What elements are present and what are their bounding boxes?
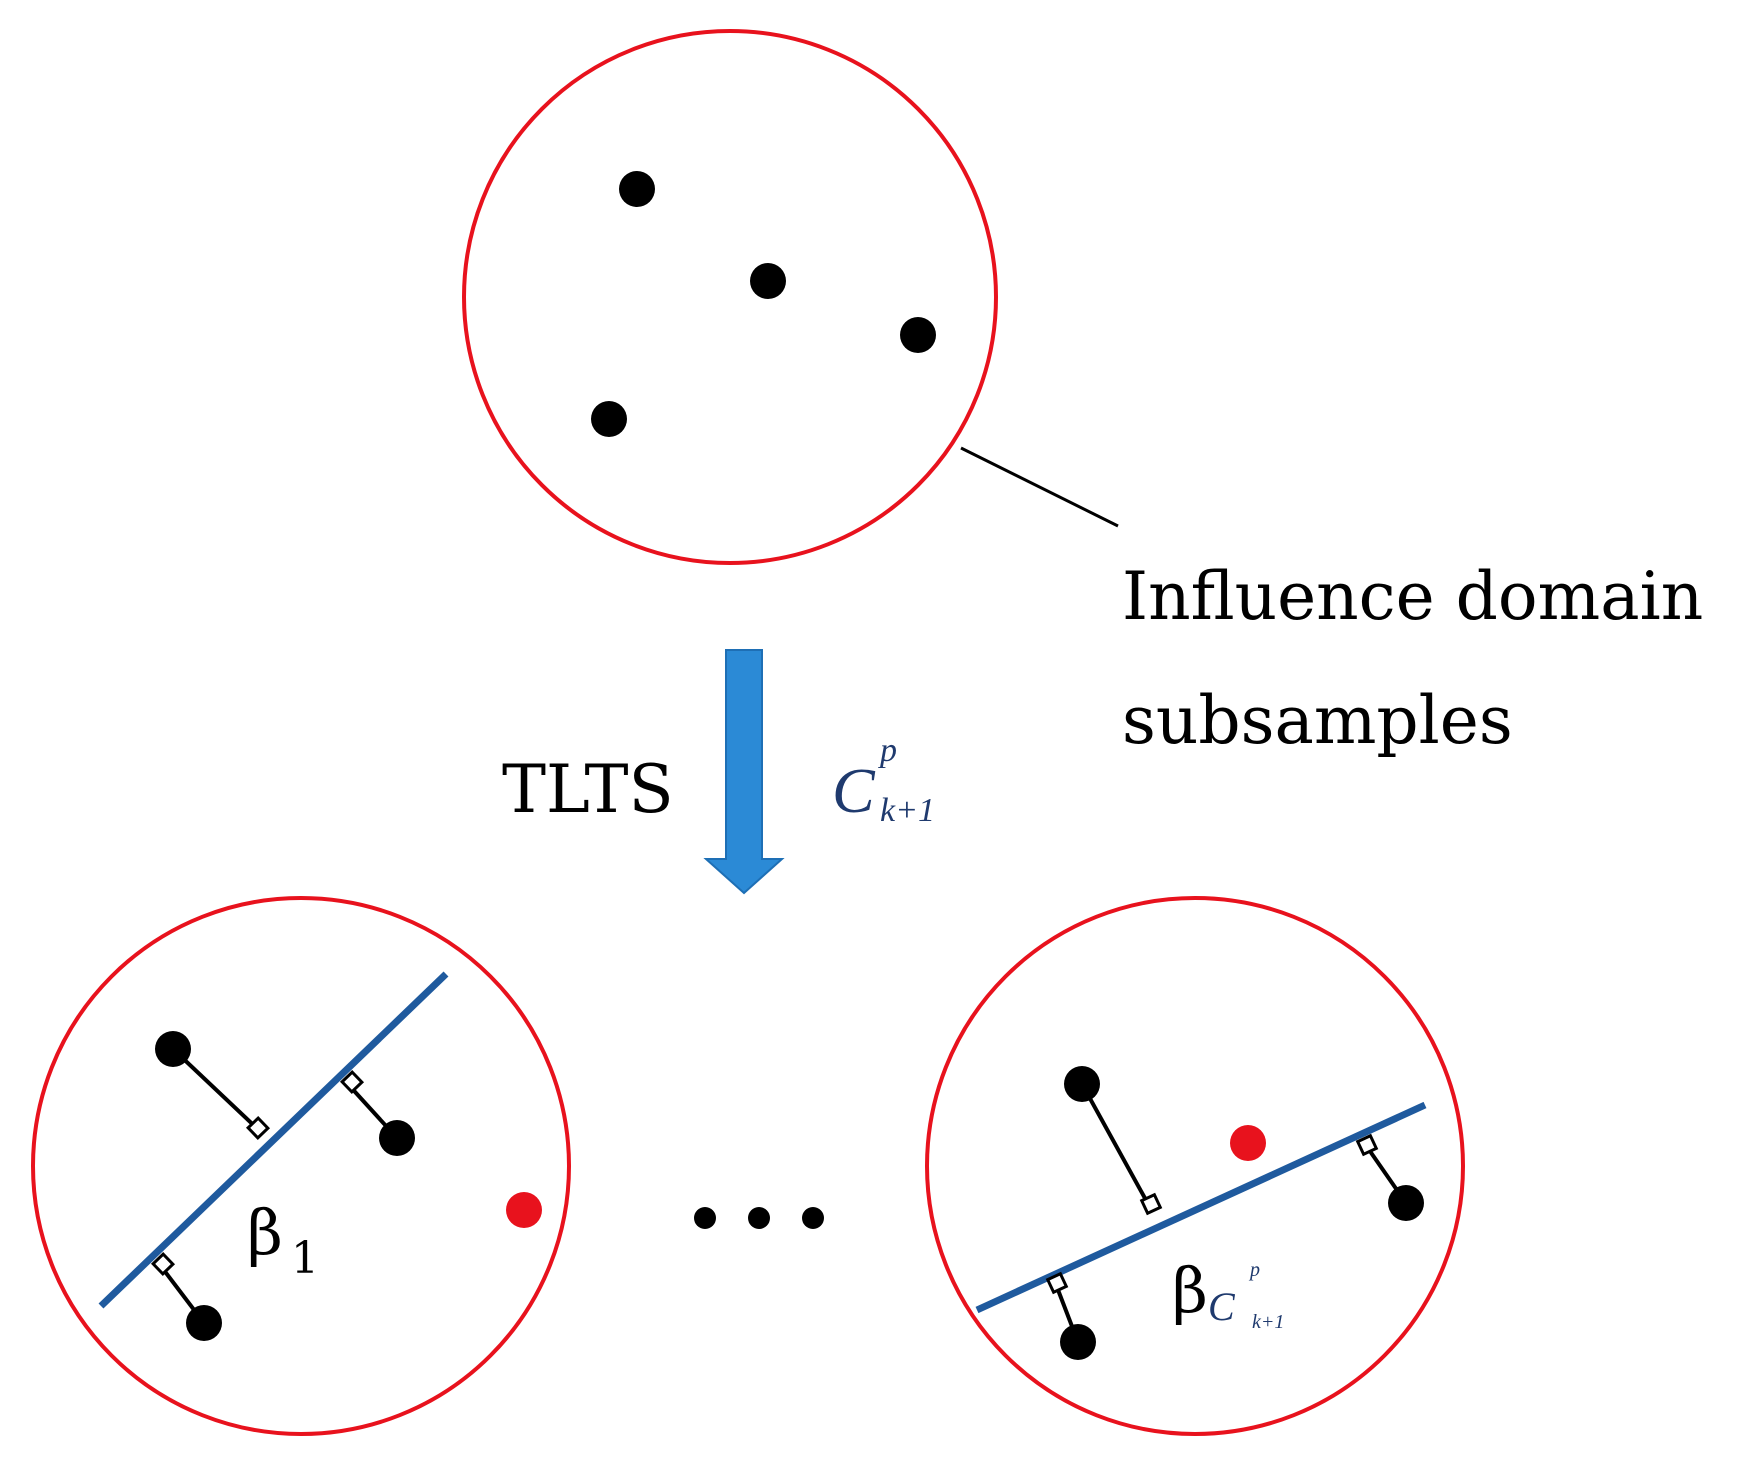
influence-domain-label-line1: Influence domain bbox=[1122, 558, 1703, 635]
beta-last-symbol: β bbox=[1172, 1254, 1208, 1327]
subsample-point bbox=[619, 171, 655, 207]
subsample-point bbox=[155, 1031, 191, 1067]
influence-domain-circle bbox=[31, 896, 571, 1436]
beta-first-subscript: 1 bbox=[291, 1233, 319, 1284]
callout-leader-line bbox=[960, 446, 1119, 528]
subsample-point bbox=[186, 1305, 222, 1341]
subsample-point bbox=[900, 317, 936, 353]
right-angle-marker bbox=[245, 1115, 271, 1141]
right-angle-marker bbox=[339, 1069, 365, 1095]
subsample-point bbox=[591, 401, 627, 437]
top-influence-domain bbox=[462, 29, 998, 565]
excluded-point bbox=[1230, 1125, 1266, 1161]
influence-domain-label-line2: subsamples bbox=[1122, 682, 1513, 759]
influence-domain-circle bbox=[462, 29, 998, 565]
residual-segment bbox=[1080, 1083, 1154, 1212]
bottom-left-subsample: β 1 bbox=[31, 896, 571, 1436]
subsample-point bbox=[379, 1120, 415, 1156]
beta-last-sub-base: C bbox=[1208, 1284, 1236, 1329]
ellipsis bbox=[694, 1207, 824, 1229]
ellipsis-dot bbox=[694, 1207, 716, 1229]
bottom-right-subsample: β C p k+1 bbox=[925, 896, 1465, 1436]
subsample-point bbox=[1388, 1185, 1424, 1221]
fit-line bbox=[975, 1101, 1427, 1314]
right-angle-marker bbox=[1045, 1271, 1069, 1295]
influence-domain-circle bbox=[925, 896, 1465, 1436]
residual-segment bbox=[171, 1047, 265, 1136]
fit-line bbox=[98, 971, 449, 1309]
combination-subscript: k+1 bbox=[880, 792, 935, 829]
ellipsis-dot bbox=[802, 1207, 824, 1229]
beta-last-sub-subscript: k+1 bbox=[1252, 1311, 1284, 1333]
subsample-point bbox=[750, 263, 786, 299]
beta-last-sub-superscript: p bbox=[1248, 1259, 1260, 1281]
right-angle-marker bbox=[1139, 1192, 1163, 1216]
combination-superscript: p bbox=[878, 732, 897, 769]
right-angle-marker bbox=[150, 1251, 176, 1277]
subsample-point bbox=[1064, 1066, 1100, 1102]
combination-label: C p k+1 bbox=[832, 732, 935, 829]
tlts-label: TLTS bbox=[502, 751, 674, 828]
excluded-point bbox=[506, 1192, 542, 1228]
ellipsis-dot bbox=[748, 1207, 770, 1229]
right-angle-marker bbox=[1355, 1133, 1379, 1157]
combination-base: C bbox=[832, 755, 876, 826]
beta-first-symbol: β bbox=[247, 1196, 283, 1269]
down-arrow-icon bbox=[703, 649, 785, 895]
subsample-point bbox=[1060, 1324, 1096, 1360]
